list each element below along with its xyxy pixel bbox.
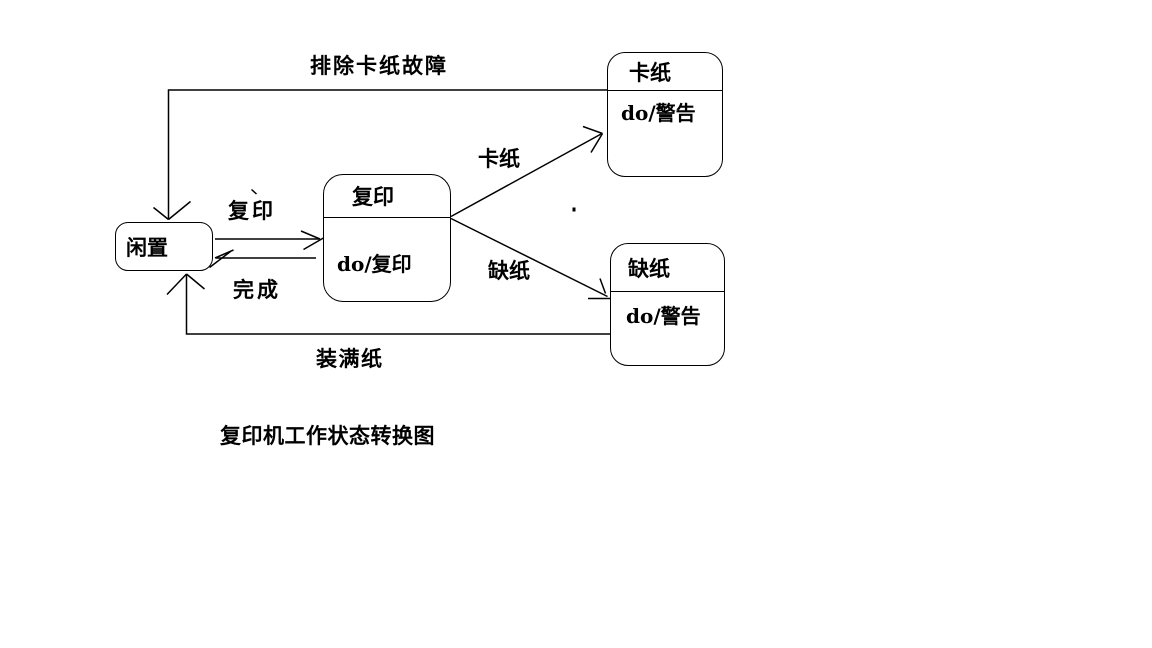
state-copying-activity: do/复印 <box>337 252 412 276</box>
transition-line-jam <box>450 125 604 218</box>
transition-label-copy: 复印 <box>228 198 276 223</box>
diagram-caption: 复印机工作状态转换图 <box>220 423 435 448</box>
transition-label-done: 完成 <box>233 277 281 302</box>
state-idle: 闲置 <box>115 222 213 271</box>
state-paper-jam-activity: do/警告 <box>621 101 696 125</box>
state-out-of-paper-title: 缺纸 <box>628 255 670 281</box>
state-copying: 复印 do/复印 <box>323 174 451 302</box>
state-out-of-paper: 缺纸 do/警告 <box>610 243 725 366</box>
transition-label-no-paper: 缺纸 <box>488 258 530 283</box>
state-copying-header: 复印 <box>324 175 450 218</box>
state-idle-title: 闲置 <box>126 234 168 260</box>
transition-label-jam: 卡纸 <box>478 146 520 171</box>
transition-line-clear-jam <box>153 89 607 221</box>
transition-line-copy <box>215 230 327 251</box>
state-out-of-paper-header: 缺纸 <box>611 244 724 292</box>
transition-label-load-paper: 装满纸 <box>316 346 384 371</box>
state-paper-jam-title: 卡纸 <box>629 59 671 85</box>
state-paper-jam-header: 卡纸 <box>608 53 722 91</box>
transition-line-no-paper <box>450 217 613 300</box>
state-paper-jam: 卡纸 do/警告 <box>607 52 723 177</box>
transition-label-clear-jam: 排除卡纸故障 <box>310 53 448 78</box>
state-copying-title: 复印 <box>352 184 394 209</box>
transition-line-load-paper <box>166 273 610 335</box>
stray-marks <box>250 188 576 212</box>
state-out-of-paper-activity: do/警告 <box>626 304 701 328</box>
transition-line-done <box>209 249 316 269</box>
